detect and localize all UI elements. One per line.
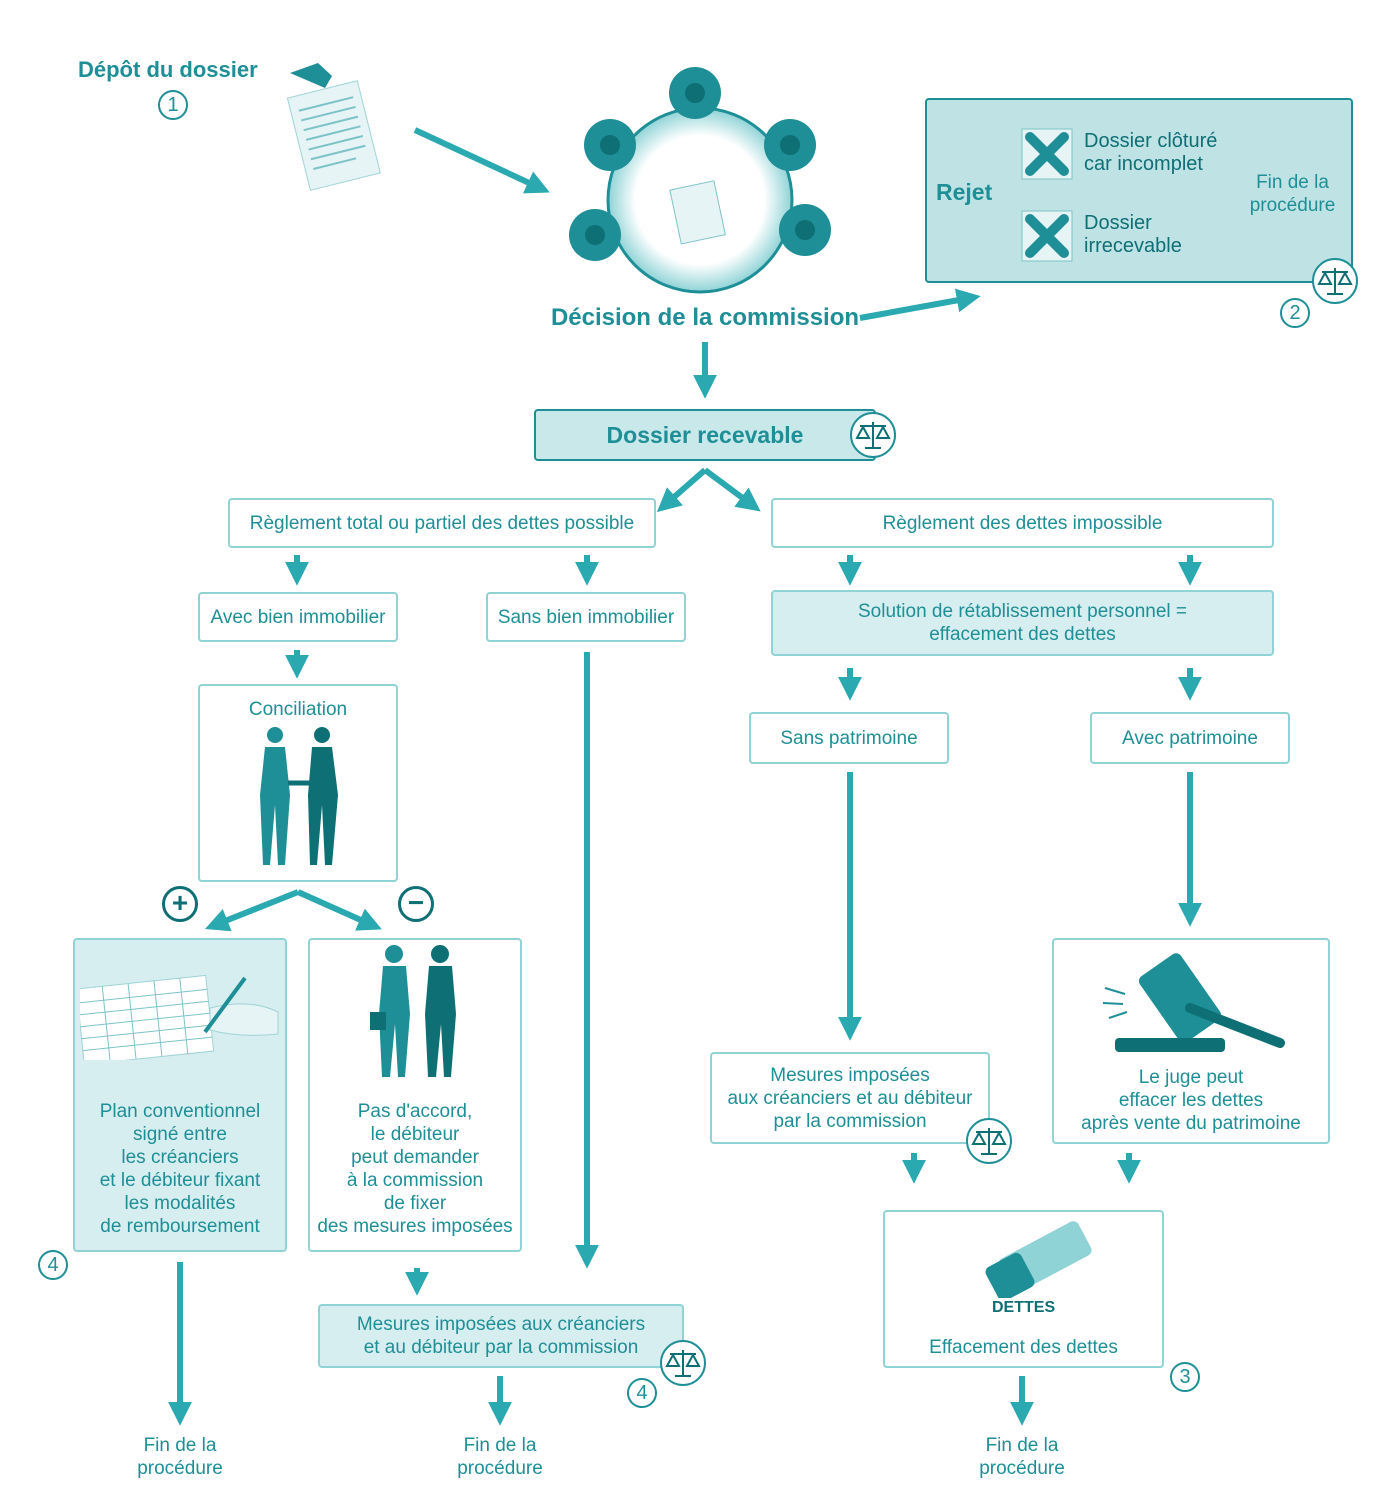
no-agreement-label: Pas d'accord, le débiteur peut demander … [317, 1101, 513, 1237]
signing-document-icon [80, 974, 279, 1060]
step-number-4b: 4 [627, 1378, 657, 1408]
rejection-inadmissible: Dossier irrecevable [1084, 212, 1182, 257]
form-in-hand-icon [286, 63, 381, 191]
inadmissible-file-icon [1021, 210, 1073, 262]
settlement-impossible-box: Règlement des dettes impossible [771, 498, 1274, 548]
step-number-3: 3 [1170, 1362, 1200, 1392]
eraser-icon [985, 1221, 1092, 1298]
without-property-box: Sans bien immobilier [486, 592, 686, 642]
with-assets-box: Avec patrimoine [1090, 712, 1290, 764]
disagreement-people-icon [370, 945, 456, 1077]
settlement-possible-box: Règlement total ou partiel des dettes po… [228, 498, 656, 548]
step-number-2: 2 [1280, 298, 1310, 328]
rejection-end: Fin de la procédure [1249, 172, 1336, 216]
deposit-title: Dépôt du dossier [78, 57, 258, 82]
scales-of-justice-icon [966, 1118, 1012, 1164]
scales-of-justice-icon [1312, 258, 1358, 304]
receivable-box: Dossier recevable [534, 409, 876, 461]
end-of-procedure-2: Fin de la procédure [457, 1435, 543, 1479]
commission-meeting-icon [569, 67, 831, 294]
erasure-stamp: DETTES [992, 1299, 1056, 1316]
imposed-measures-left-box: Mesures imposées aux créanciers et au dé… [318, 1304, 684, 1368]
scales-of-justice-icon [660, 1340, 706, 1386]
gavel-icon [1102, 953, 1285, 1052]
personal-recovery-box: Solution de rétablissement personnel = e… [771, 590, 1274, 656]
with-property-box: Avec bien immobilier [198, 592, 398, 642]
scales-of-justice-icon [850, 412, 896, 458]
erasure-label: Effacement des dettes [929, 1337, 1118, 1358]
end-of-procedure-1: Fin de la procédure [137, 1435, 223, 1479]
no-assets-box: Sans patrimoine [749, 712, 949, 764]
rejection-panel [925, 98, 1353, 283]
step-number-4: 4 [38, 1250, 68, 1280]
plan-label: Plan conventionnel signé entre les créan… [99, 1101, 261, 1237]
conciliation-title: Conciliation [248, 699, 348, 720]
negative-outcome-icon: − [398, 886, 434, 922]
commission-title: Décision de la commission [550, 304, 860, 331]
rejection-incomplete: Dossier clôturé car incomplet [1084, 130, 1218, 175]
end-of-procedure-3: Fin de la procédure [979, 1435, 1065, 1479]
no-agreement-box [308, 938, 522, 1252]
positive-outcome-icon: + [162, 886, 198, 922]
judge-label: Le juge peut effacer les dettes après ve… [1081, 1067, 1301, 1134]
imposed-measures-right-box: Mesures imposées aux créanciers et au dé… [710, 1052, 990, 1144]
conciliation-box [198, 684, 398, 882]
handshake-icon [260, 727, 338, 865]
step-number-1: 1 [158, 90, 188, 120]
rejection-title: Rejet [936, 179, 993, 205]
rejected-file-icon [1021, 128, 1073, 180]
